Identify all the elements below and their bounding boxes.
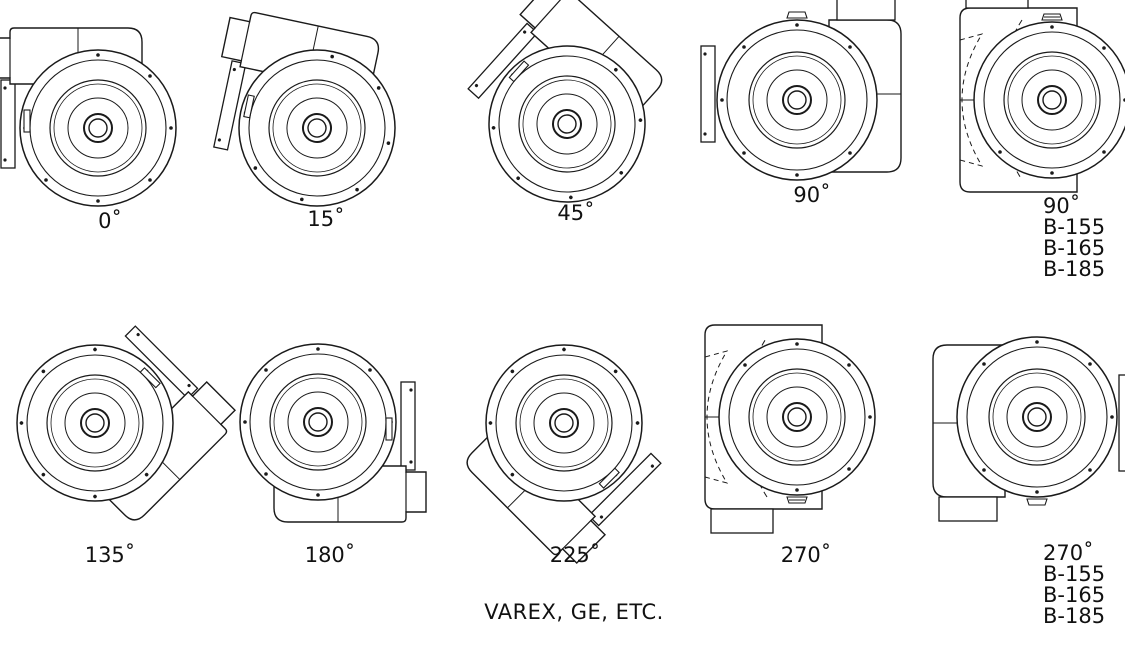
- label-135: 135˚: [84, 543, 136, 567]
- label-270b-angle: 270˚: [1043, 541, 1094, 565]
- label-90-bmodel: 90˚ B-155 B-165 B-185: [1043, 196, 1105, 280]
- tube-15deg: [194, 6, 416, 222]
- label-90: 90˚: [793, 183, 831, 207]
- label-90b-model-2: B-165: [1043, 236, 1106, 260]
- label-90b-model-1: B-155: [1043, 215, 1106, 239]
- label-15: 15˚: [307, 207, 345, 231]
- tube-90deg: [700, 0, 902, 181]
- label-90b-angle: 90˚: [1043, 194, 1081, 218]
- label-90b-model-3: B-185: [1043, 257, 1106, 281]
- tube-135deg: [0, 290, 244, 550]
- label-270b-model-1: B-155: [1043, 562, 1106, 586]
- label-0: 0˚: [98, 209, 122, 233]
- tube-0deg: [0, 27, 177, 207]
- tube-45deg: [433, 0, 693, 236]
- tube-225deg: [437, 311, 697, 572]
- tube-90deg-bmodel: [959, 0, 1125, 193]
- label-270b-model-2: B-165: [1043, 583, 1106, 607]
- label-225: 225˚: [549, 543, 601, 567]
- label-180: 180˚: [304, 543, 356, 567]
- footer-vendor-note: VAREX, GE, ETC.: [484, 600, 664, 624]
- tube-180deg: [239, 343, 427, 523]
- tube-270deg-bmodel: [932, 336, 1125, 522]
- label-45: 45˚: [557, 201, 595, 225]
- label-270: 270˚: [780, 543, 832, 567]
- label-270b-model-3: B-185: [1043, 604, 1106, 628]
- tube-270deg: [704, 324, 876, 534]
- label-270-bmodel: 270˚ B-155 B-165 B-185: [1043, 543, 1105, 627]
